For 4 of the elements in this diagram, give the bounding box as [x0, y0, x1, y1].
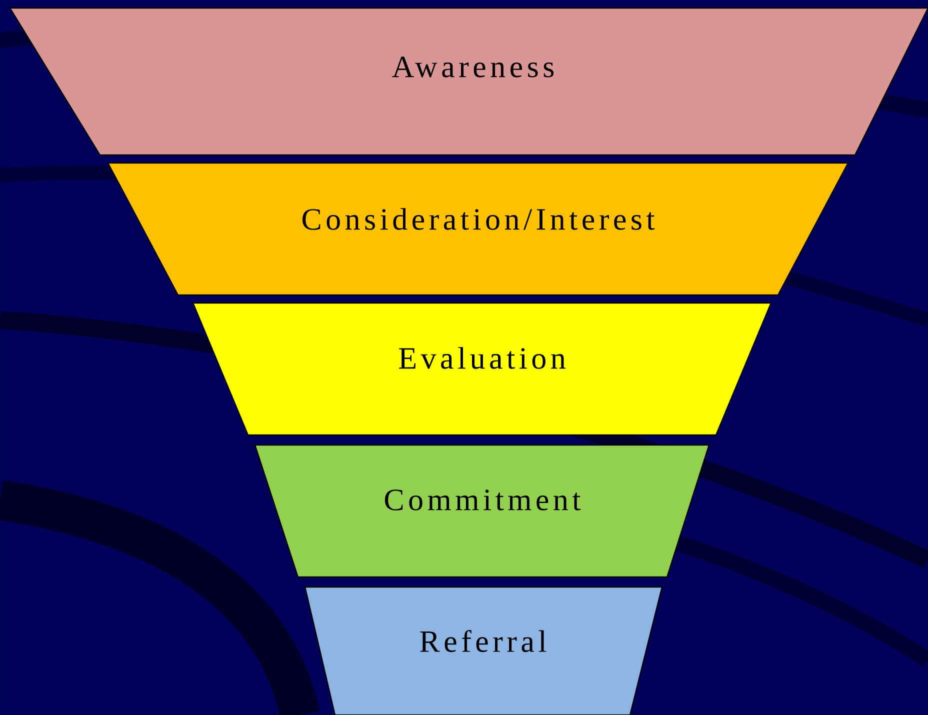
funnel-band: Evaluation: [192, 302, 772, 436]
funnel-band: Commitment: [254, 444, 710, 578]
funnel-band: Consideration/Interest: [107, 162, 850, 296]
funnel-band: Referral: [304, 586, 663, 715]
